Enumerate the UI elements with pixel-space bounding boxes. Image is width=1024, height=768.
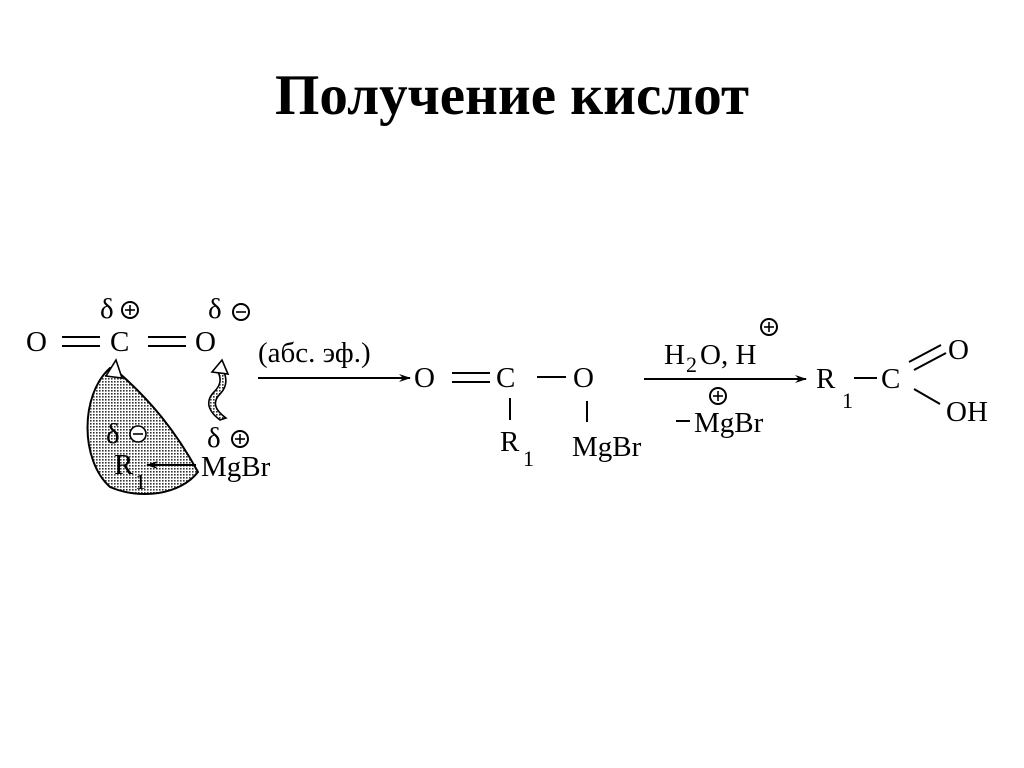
reactant-co2: O C O δ δ — [26, 293, 250, 358]
delta-plus-c: δ — [100, 293, 114, 325]
delta-minus-o: δ — [208, 293, 222, 325]
reactant-c: C — [110, 326, 129, 358]
step2-subscript: 2 — [686, 352, 697, 377]
product-oh: OH — [946, 396, 988, 428]
step2-h: H — [664, 339, 685, 371]
product-c: C — [881, 363, 900, 395]
intermediate-mgbr: MgBr — [572, 431, 642, 463]
electron-flow-arrow-small — [207, 368, 228, 421]
intermediate-o2: O — [573, 362, 594, 394]
product-r: R — [816, 363, 836, 395]
slide-title: Получение кислот — [275, 64, 749, 127]
plus-charge-icon — [760, 318, 778, 336]
intermediate-c: C — [496, 362, 515, 394]
intermediate-o: O — [414, 362, 435, 394]
double-bond-line — [908, 344, 942, 363]
step1-condition: (абс. эф.) — [258, 337, 371, 369]
step2-o-h: O, H — [700, 339, 756, 371]
double-bond-line — [913, 352, 947, 371]
reactant-r-subscript: 1 — [135, 469, 146, 494]
plus-charge-icon — [231, 430, 249, 448]
plus-charge-icon — [121, 301, 139, 319]
reactant-o-right: O — [195, 326, 216, 358]
single-bond-line — [913, 388, 941, 405]
arrow-head-icon — [104, 358, 124, 379]
intermediate-r: R — [500, 426, 520, 458]
product-o: O — [948, 334, 969, 366]
reactant-mgbr: MgBr — [201, 451, 271, 483]
intermediate-r-subscript: 1 — [523, 446, 534, 471]
arrow-head-icon — [210, 358, 230, 375]
plus-charge-icon — [709, 387, 727, 405]
minus-charge-icon — [232, 303, 250, 321]
product-r-subscript: 1 — [842, 388, 853, 413]
step2-minus-mgbr: MgBr — [694, 407, 764, 439]
reactant-r: R — [114, 449, 134, 481]
reactant-o-left: O — [26, 326, 47, 358]
minus-charge-icon — [129, 425, 147, 443]
product: R 1 C O OH — [816, 334, 988, 428]
delta-minus-r: δ — [106, 418, 120, 450]
delta-plus-mg: δ — [207, 422, 221, 454]
intermediate: O C O R 1 MgBr — [414, 362, 642, 471]
